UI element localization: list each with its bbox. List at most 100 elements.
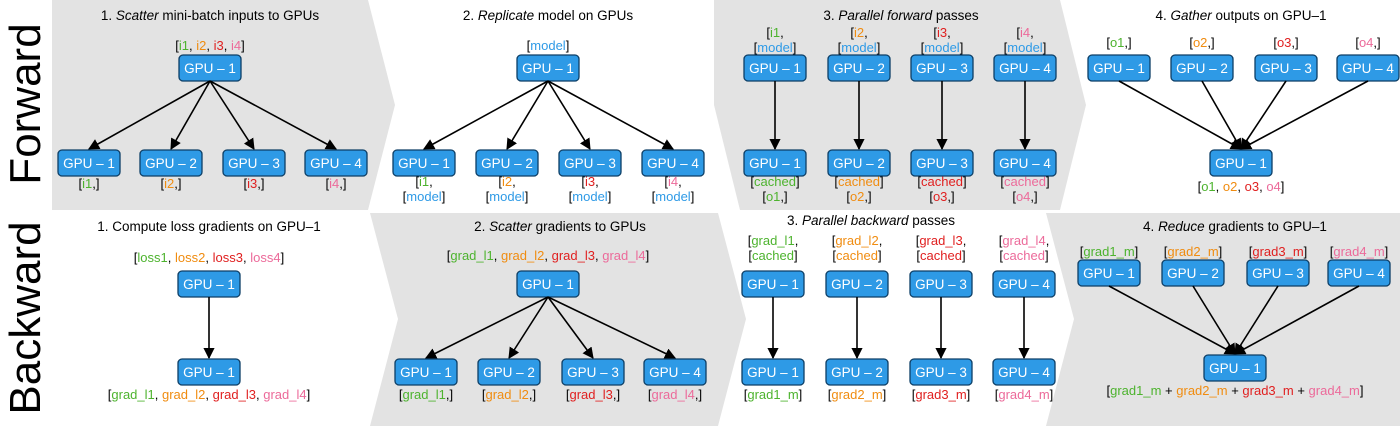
forward-step-1-inputs-label-part: , (206, 38, 213, 53)
backward-step-2-gpu-1-data-part: ,] (446, 387, 453, 402)
forward-step-2-gpu-4-data-line-2-part: ] (691, 189, 695, 204)
backward-step-3-top-gpu-2-label: GPU – 2 (831, 277, 883, 292)
backward-step-2-source-gpu-label: GPU – 1 (522, 277, 574, 292)
backward-step-3-bottom-gpu-3-box (909, 358, 973, 386)
forward-step-4-gpu-2-output-part: [ (1189, 35, 1193, 50)
backward-step-3-gpu-3-input-line-1-part: grad_l3 (919, 233, 962, 248)
backward-step-3-gpu-4-output-part: [ (995, 387, 999, 402)
backward-step-4-gpu-1-gradient-part: ] (1135, 244, 1139, 259)
forward-step-3-bottom-gpu-2-box (827, 149, 891, 177)
forward-step-3-gpu-2-output-line-2-part: ,] (864, 189, 871, 204)
forward-step-2-model-label: [model] (527, 38, 570, 53)
forward-step-2-gpu-4-data-line-2: [model] (652, 189, 695, 204)
forward-step-1-source-gpu-label: GPU – 1 (184, 61, 236, 76)
backward-step-2-arrow-4 (547, 296, 677, 359)
forward-step-3-gpu-3-input-line-2: [model] (921, 40, 964, 55)
forward-step-4-gpu-3-label: GPU – 3 (1260, 61, 1312, 76)
forward-step-2-gpu-3-data-line-1-part: i3 (585, 174, 595, 189)
backward-step-2-gradients-label-part: grad_l4 (602, 248, 645, 263)
forward-step-3-gpu-4-output-line-1-part: [ (1000, 174, 1004, 189)
backward-step-3-gpu-3-output-part: ] (967, 387, 971, 402)
backward-step-2-gpu-2-data-part: ,] (529, 387, 536, 402)
forward-step-1-title-part: mini-batch inputs to GPUs (159, 8, 320, 23)
forward-step-3-title: 3. Parallel forward passes (823, 8, 979, 23)
forward-step-2-arrow-1 (423, 80, 549, 150)
forward-step-4-gathered-label-part: o3 (1245, 179, 1259, 194)
backward-step-3-gpu-3-output: [grad3_m] (912, 387, 971, 402)
backward-step-1-gradients-label-part: , (205, 387, 212, 402)
forward-step-4-title-part: 4. (1155, 8, 1170, 23)
backward-step-4-reduced-label-part: + (1228, 383, 1243, 398)
backward-step-4-reduced-label-part: + (1161, 383, 1176, 398)
backward-step-4-reduced-label-part: grad4_m (1309, 383, 1360, 398)
forward-step-3-gpu-1-output-line-1-part: [ (750, 174, 754, 189)
backward-step-3-gpu-4-input-line-1-part: grad_l4 (1002, 233, 1045, 248)
backward-step-2-title-part: gradients to GPUs (532, 219, 646, 234)
diagram-content: 1. Scatter mini-batch inputs to GPUs[i1,… (57, 8, 1400, 402)
forward-step-1-inputs-label: [i1, i2, i3, i4] (175, 38, 244, 53)
forward-step-1-gpu-3-box (222, 149, 286, 177)
forward-step-3-gpu-3-input-line-1-part: i3 (937, 25, 947, 40)
backward-step-3-gpu-4-input-line-1-part: , (1046, 233, 1050, 248)
forward-step-2-model-label-part: [ (527, 38, 531, 53)
backward-step-4-gpu-2-gradient: [grad2_m] (1164, 244, 1223, 259)
backward-step-2-gradients-label-part: , (544, 248, 551, 263)
forward-step-3-gpu-2-input-line-2: [model] (838, 40, 881, 55)
forward-step-4-gpu-3-output-part: [ (1273, 35, 1277, 50)
backward-step-4-arrow-1 (1108, 285, 1236, 355)
forward-step-1-gpu-3-data-part: ,] (257, 176, 264, 191)
forward-step-2-arrow-4 (547, 80, 674, 150)
backward-step-3-gpu-2-output-part: grad2_m (831, 387, 882, 402)
backward-step-3-gpu-4-input-line-1: [grad_l4, (999, 233, 1050, 248)
forward-step-4-gathered-label-part: , (1237, 179, 1244, 194)
forward-step-2-title-part: Replicate (478, 8, 534, 23)
forward-step-3-gpu-2-input-line-2-part: [ (838, 40, 842, 55)
backward-step-3-gpu-1-input-line-1: [grad_l1, (748, 233, 799, 248)
backward-step-1-gradients-label-part: , (155, 387, 162, 402)
backward-step-1-title-part: 1. Compute loss gradients on GPU–1 (97, 219, 321, 234)
backward-step-3-gpu-4-input-line-2-part: ] (1045, 248, 1049, 263)
forward-step-3-gpu-3-input-line-1-part: , (947, 25, 951, 40)
backward-step-2-gpu-3-label: GPU – 3 (567, 365, 619, 380)
forward-step-3-top-gpu-3-label: GPU – 3 (916, 61, 968, 76)
backward-step-2-gpu-4-data-part: ,] (695, 387, 702, 402)
forward-step-2-gpu-4-data-line-2-part: [ (652, 189, 656, 204)
forward-step-2-gpu-4-data-line-1-part: [ (664, 174, 668, 189)
forward-step-4-gpu-3-output: [o3,] (1273, 35, 1298, 50)
forward-step-1-inputs-label-part: i1 (179, 38, 189, 53)
forward-step-3-gpu-2-input-line-2-part: model (841, 40, 877, 55)
forward-step-1-gpu-1-data-part: ,] (92, 176, 99, 191)
forward-step-3-gpu-3-output-line-2-part: [ (929, 189, 933, 204)
backward-step-3-gpu-1-output-part: [ (744, 387, 748, 402)
forward-step-2-title-part: 2. (463, 8, 478, 23)
backward-step-1-top-gpu-label: GPU – 1 (183, 277, 235, 292)
backward-step-3-gpu-3-input-line-2-part: ] (962, 248, 966, 263)
forward-step-4-gathered-label-part: o4 (1266, 179, 1280, 194)
forward-step-3-gpu-2-output-line-2-part: [ (846, 189, 850, 204)
forward-step-3-gpu-1-output-line-2-part: [ (762, 189, 766, 204)
backward-step-4-gpu-4-gradient-part: ] (1385, 244, 1389, 259)
backward-step-3-gpu-2-input-line-1: [grad_l2, (832, 233, 883, 248)
forward-step-2-gpu-1-data-line-2-part: [ (403, 189, 407, 204)
backward-step-2-gradients-label-part: [ (447, 248, 451, 263)
forward-step-2-gpu-4-data-line-1-part: , (678, 174, 682, 189)
backward-step-4-reduced-label: [grad1_m + grad2_m + grad3_m + grad4_m] (1107, 383, 1364, 398)
backward-step-3-gpu-1-input-line-2-part: ] (794, 248, 798, 263)
backward-step-1-gradients-label: [grad_l1, grad_l2, grad_l3, grad_l4] (108, 387, 310, 402)
forward-step-3-gpu-4-input-line-2-part: ] (1043, 40, 1047, 55)
forward-step-4-gpu-1-output-part: [ (1106, 35, 1110, 50)
backward-step-3-gpu-4-input-line-2: [cached] (999, 248, 1048, 263)
backward-step-4-target-gpu-box (1203, 354, 1267, 382)
forward-step-2-gpu-2-data-line-2-part: model (489, 189, 525, 204)
forward-step-3-gpu-4-input-line-1-part: i4 (1020, 25, 1030, 40)
forward-step-4-arrow-2 (1201, 80, 1242, 150)
backward-step-3-gpu-2-input-line-2-part: ] (878, 248, 882, 263)
backward-step-3-gpu-4-input-line-2-part: [ (999, 248, 1003, 263)
backward-step-4-reduced-label-part: ] (1360, 383, 1364, 398)
backward-step-1-gradients-label-part: ] (307, 387, 311, 402)
forward-step-1-gpu-2-data-part: i2 (164, 176, 174, 191)
backward-step-2-gradients-label: [grad_l1, grad_l2, grad_l3, grad_l4] (447, 248, 649, 263)
backward-step-2-gpu-3-data-part: [ (566, 387, 570, 402)
backward-step-1-gradients-label-part: grad_l1 (111, 387, 154, 402)
forward-step-4-gathered-label-part: o2 (1223, 179, 1237, 194)
